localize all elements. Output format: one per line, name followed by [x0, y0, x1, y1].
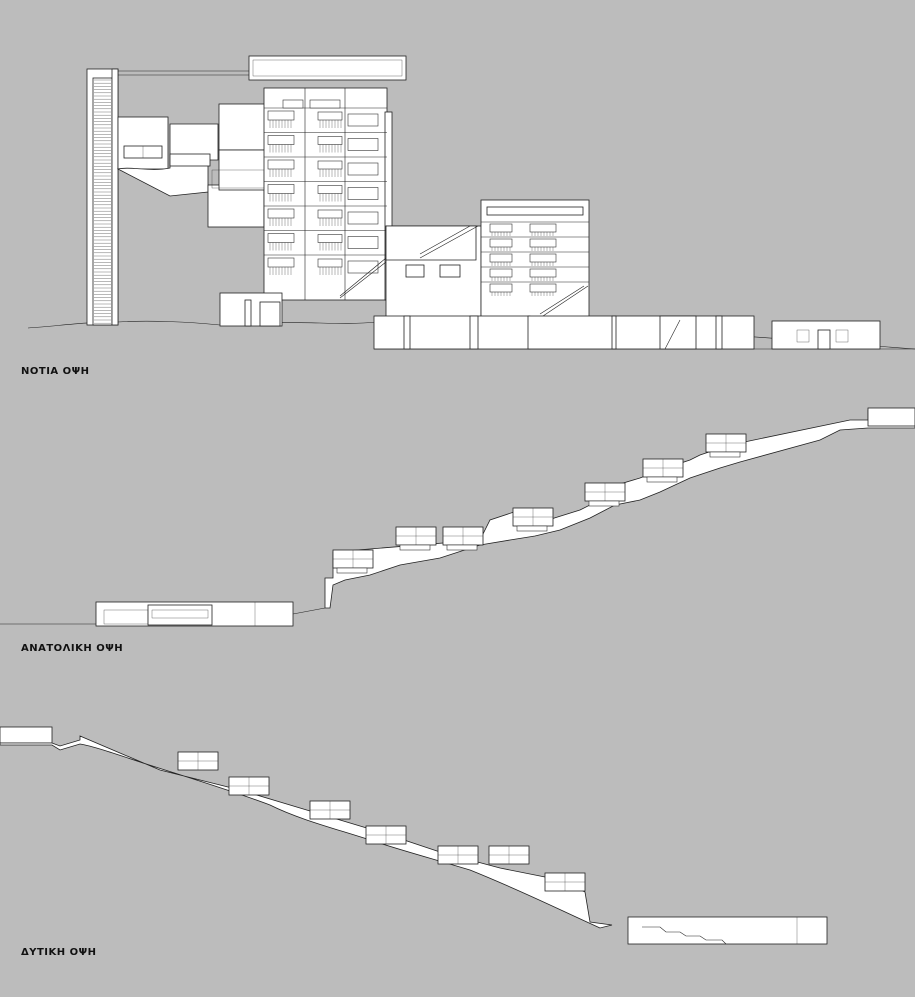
east-elevation-label: ΑΝΑΤΟΛΙΚΗ ΟΨΗ [21, 643, 124, 654]
tower-floors [264, 99, 387, 275]
west-bottom-building [627, 916, 828, 945]
west-elevation [0, 726, 828, 945]
south-elevation-label: ΝΟΤΙΑ ΟΨΗ [21, 366, 90, 377]
west-units [177, 751, 586, 892]
east-elevation [0, 407, 915, 627]
stair-hatch [94, 79, 111, 324]
roof-canopy [248, 55, 407, 81]
west-top-block [0, 726, 53, 744]
middle-block [385, 225, 482, 327]
west-elevation-label: ΔΥΤΙΚΗ ΟΨΗ [21, 947, 97, 958]
right-floors [481, 221, 589, 296]
stair-tower [86, 68, 268, 326]
right-building [480, 199, 590, 321]
south-elevation [27, 55, 915, 350]
east-units [332, 433, 747, 574]
south-ground-walls [373, 315, 881, 350]
bridge-volumes [116, 103, 266, 228]
east-terrain [324, 409, 915, 609]
main-tower [263, 87, 393, 301]
